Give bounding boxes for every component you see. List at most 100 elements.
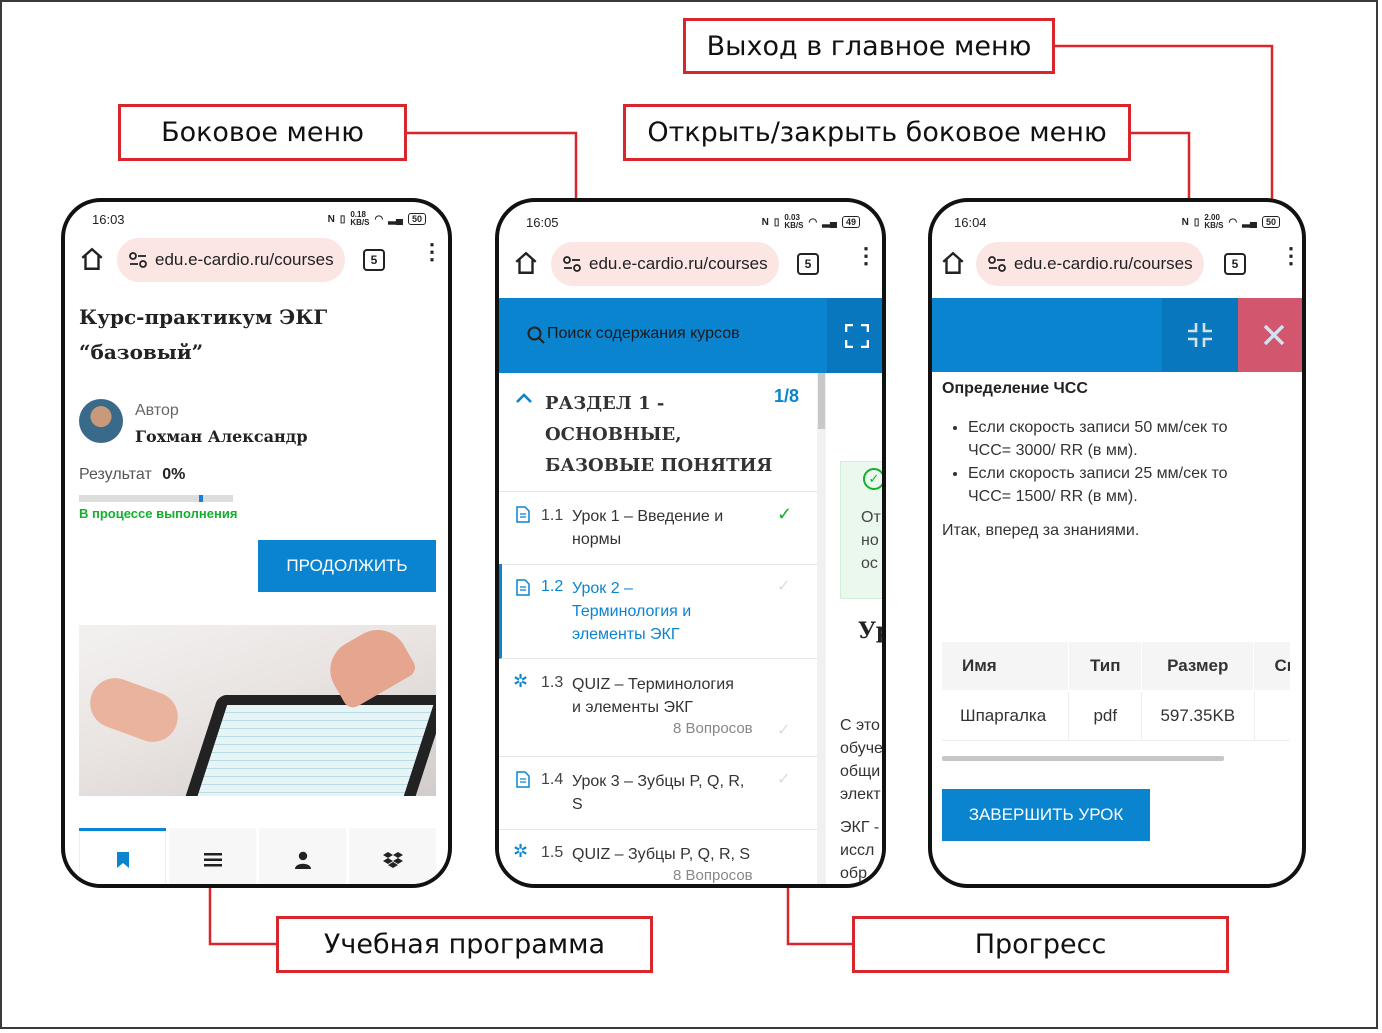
vibrate-icon: ▯ bbox=[1193, 216, 1200, 228]
toggle-sidebar-button[interactable] bbox=[1162, 298, 1238, 372]
document-icon bbox=[516, 506, 530, 523]
url-field[interactable]: edu.e-cardio.ru/courses bbox=[976, 242, 1204, 286]
lesson-item-active[interactable]: 1.2 Урок 2 – Терминология и элементы ЭКГ… bbox=[499, 564, 817, 659]
content-text: С это обуче общи элект ЭКГ - иссл обр bbox=[840, 714, 882, 884]
sidebar-scrollbar[interactable] bbox=[817, 373, 826, 884]
url-text: edu.e-cardio.ru/courses bbox=[1014, 254, 1193, 273]
dropbox-icon bbox=[382, 851, 403, 868]
progress-marker bbox=[199, 495, 203, 502]
result-label: Результат bbox=[79, 466, 152, 483]
lesson-number: 1.1 bbox=[541, 507, 564, 524]
url-field[interactable]: edu.e-cardio.ru/courses bbox=[551, 242, 779, 286]
network-speed-unit: KB/S bbox=[784, 221, 804, 230]
content-heading: Ур bbox=[858, 618, 882, 644]
lesson-title-line1: Урок 1 – Введение и bbox=[572, 508, 724, 525]
site-settings-icon[interactable] bbox=[563, 256, 581, 272]
lesson-item[interactable]: 1.1 Урок 1 – Введение и нормы ✓ bbox=[499, 492, 817, 565]
complete-lesson-button[interactable]: ЗАВЕРШИТЬ УРОК bbox=[942, 789, 1150, 841]
tablet-screen bbox=[196, 705, 434, 796]
nfc-icon: N bbox=[761, 216, 769, 228]
menu-icon bbox=[203, 852, 222, 866]
url-field[interactable]: edu.e-cardio.ru/courses bbox=[117, 238, 345, 282]
lesson-title-line1: Урок 2 – bbox=[572, 580, 633, 597]
lesson-title-line1: QUIZ – Зубцы P, Q, R, S bbox=[572, 846, 751, 863]
cell-name[interactable]: Шпаргалка bbox=[942, 692, 1070, 740]
lesson-heading: Определение ЧСС bbox=[942, 380, 1088, 397]
callout-text: Учебная программа bbox=[323, 929, 606, 960]
lesson-item[interactable]: 1.4 Урок 3 – Зубцы P, Q, R, S ✓ bbox=[499, 757, 817, 830]
author-name[interactable]: Гохман Александр bbox=[135, 427, 308, 446]
cell-download[interactable] bbox=[1255, 692, 1290, 740]
lesson-number: 1.5 bbox=[541, 844, 564, 861]
chevron-up-icon[interactable] bbox=[516, 393, 532, 403]
scrollbar-thumb[interactable] bbox=[818, 373, 825, 429]
bottom-nav-profile[interactable] bbox=[259, 828, 346, 884]
lesson-title-line2: S bbox=[572, 796, 583, 813]
site-settings-icon[interactable] bbox=[988, 256, 1006, 272]
check-circle-icon: ✓ bbox=[863, 468, 882, 490]
callout-toggle-side-menu: Открыть/закрыть боковое меню bbox=[623, 104, 1131, 161]
browser-bar: edu.e-cardio.ru/courses 5 ⋮ bbox=[499, 238, 882, 294]
completion-line1: От bbox=[861, 509, 881, 526]
content-line1: С это bbox=[840, 717, 880, 734]
content-line6: иссл bbox=[840, 842, 875, 859]
section-title: РАЗДЕЛ 1 - ОСНОВНЫЕ, БАЗОВЫЕ ПОНЯТИЯ bbox=[545, 388, 772, 481]
lesson-title-line2: Терминология и bbox=[572, 603, 692, 620]
lesson-title: Урок 2 – Терминология и элементы ЭКГ bbox=[572, 577, 691, 646]
course-title: Курс-практикум ЭКГ “базовый” bbox=[79, 300, 439, 370]
bottom-nav-bookmark[interactable] bbox=[79, 828, 166, 884]
hand-shape-2 bbox=[83, 671, 185, 749]
vibrate-icon: ▯ bbox=[773, 216, 780, 228]
site-settings-icon[interactable] bbox=[129, 252, 147, 268]
lesson-item[interactable]: ✲ 1.5 QUIZ – Зубцы P, Q, R, S 8 Вопросов bbox=[499, 830, 817, 884]
callout-text: Прогресс bbox=[974, 929, 1107, 960]
bottom-nav-files[interactable] bbox=[349, 828, 436, 884]
completion-box: ✓ От но ос bbox=[840, 461, 882, 599]
search-input[interactable]: Поиск содержания курсов bbox=[547, 325, 740, 342]
lesson-title-line2: и элементы ЭКГ bbox=[572, 699, 693, 716]
section-header[interactable]: РАЗДЕЛ 1 - ОСНОВНЫЕ, БАЗОВЫЕ ПОНЯТИЯ 1/8 bbox=[499, 373, 817, 492]
table-scrollbar[interactable] bbox=[942, 756, 1224, 761]
callout-text: Выход в главное меню bbox=[706, 30, 1032, 62]
course-image bbox=[79, 625, 436, 796]
table-row[interactable]: Шпаргалка pdf 597.35KB bbox=[942, 692, 1290, 741]
checkmark-icon: ✓ bbox=[777, 771, 791, 788]
continue-button[interactable]: ПРОДОЛЖИТЬ bbox=[258, 540, 436, 592]
bottom-nav-curriculum[interactable] bbox=[169, 828, 256, 884]
lesson-meta: 8 Вопросов bbox=[673, 867, 753, 884]
home-icon[interactable] bbox=[513, 250, 539, 276]
attachments-table: Имя Тип Размер Ск Шпаргалка pdf 597.35KB bbox=[942, 642, 1290, 742]
avatar[interactable] bbox=[79, 399, 123, 443]
section-title-line3: БАЗОВЫЕ ПОНЯТИЯ bbox=[545, 455, 773, 476]
lesson-item[interactable]: ✲ 1.3 QUIZ – Терминология и элементы ЭКГ… bbox=[499, 660, 817, 757]
search-icon[interactable] bbox=[527, 326, 545, 344]
tab-switcher-button[interactable]: 5 bbox=[797, 253, 819, 275]
lesson-title-line1: Урок 3 – Зубцы P, Q, R, bbox=[572, 773, 745, 790]
close-lesson-button[interactable] bbox=[1238, 298, 1302, 372]
fullscreen-toggle[interactable] bbox=[827, 298, 882, 373]
tab-switcher-button[interactable]: 5 bbox=[1224, 253, 1246, 275]
tab-switcher-button[interactable]: 5 bbox=[363, 249, 385, 271]
completion-line2: но bbox=[861, 532, 879, 549]
more-options-icon[interactable]: ⋮ bbox=[855, 243, 877, 268]
browser-bar: edu.e-cardio.ru/courses 5 ⋮ bbox=[932, 238, 1302, 294]
lesson-title-line3: элементы ЭКГ bbox=[572, 626, 680, 643]
more-options-icon[interactable]: ⋮ bbox=[421, 239, 443, 264]
more-options-icon[interactable]: ⋮ bbox=[1280, 243, 1302, 268]
home-icon[interactable] bbox=[79, 246, 105, 272]
result-value: 0% bbox=[162, 466, 186, 483]
lesson-title: QUIZ – Терминология и элементы ЭКГ bbox=[572, 673, 734, 719]
status-time: 16:05 bbox=[526, 215, 559, 230]
checkmark-icon: ✓ bbox=[777, 578, 791, 595]
column-header-size: Размер bbox=[1142, 642, 1255, 690]
content-line5: ЭКГ - bbox=[840, 819, 880, 836]
home-icon[interactable] bbox=[940, 250, 966, 276]
document-icon bbox=[516, 771, 530, 788]
